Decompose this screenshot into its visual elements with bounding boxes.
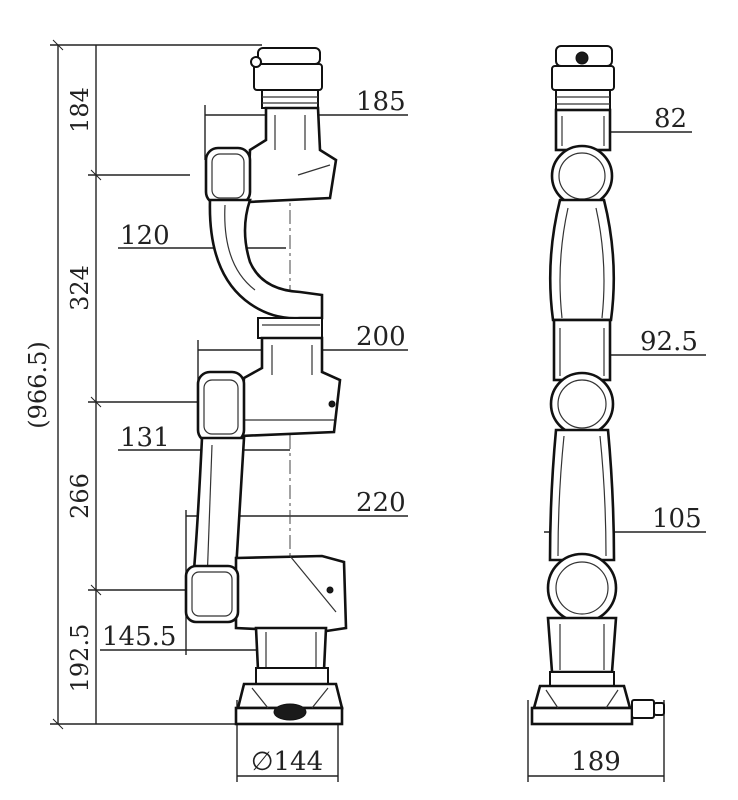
side-view-labels: (966.5) 184 324 266 192.5 185 120 200 13… [24,87,406,777]
label-width-lower: 105 [652,504,702,534]
label-base-width: 189 [571,747,621,777]
label-width-mid-joint: 200 [356,322,406,352]
front-view-labels: 82 92.5 105 189 [571,104,701,777]
label-base-diameter: ∅144 [251,747,323,777]
label-seg-top: 184 [66,87,94,133]
label-seg-middle: 266 [66,473,94,519]
label-width-middle: 92.5 [640,327,698,357]
label-offset-base-link: 145.5 [102,622,176,652]
label-width-upper-joint: 185 [356,87,406,117]
side-view-robot-arm [184,47,348,726]
label-total-height: (966.5) [24,341,52,428]
label-offset-upper-link: 120 [120,221,170,251]
label-width-top: 82 [654,104,687,134]
label-offset-forearm: 131 [120,423,170,453]
front-view-robot-arm [530,45,665,726]
label-seg-bottom: 192.5 [66,624,94,693]
label-width-lower-joint: 220 [356,488,406,518]
label-seg-upper: 324 [66,265,94,311]
